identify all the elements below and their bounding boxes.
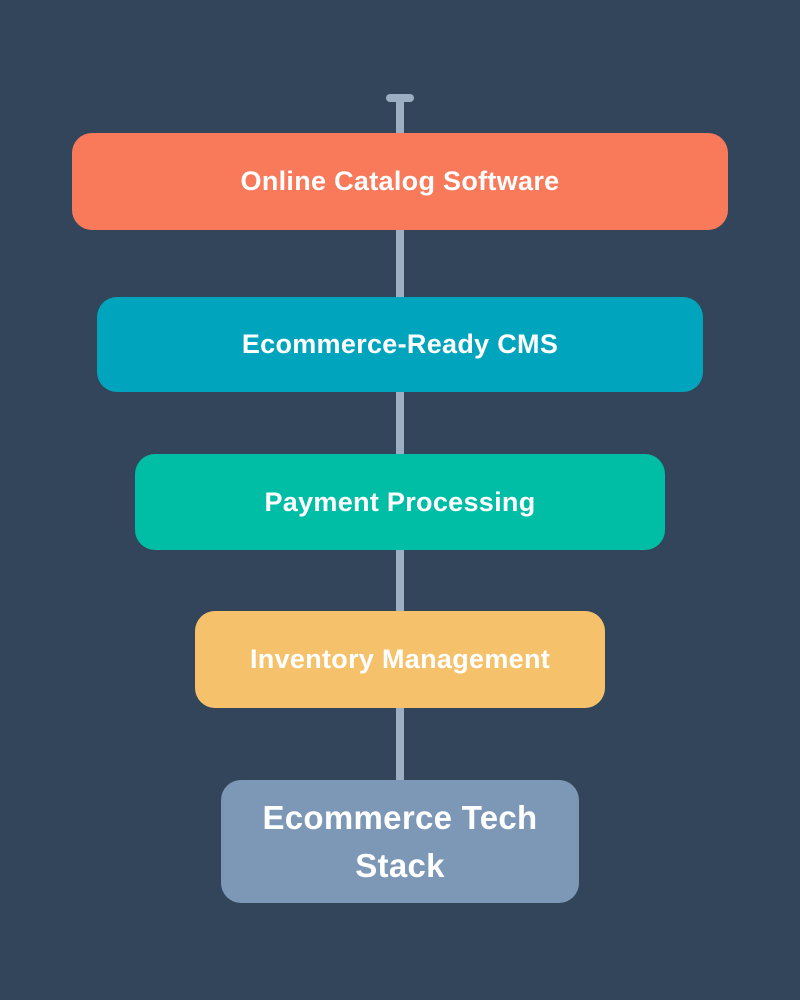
box-online-catalog-software: Online Catalog Software bbox=[72, 133, 728, 230]
connector-line bbox=[396, 98, 404, 790]
box-label: Payment Processing bbox=[264, 486, 536, 517]
box-label: Ecommerce-Ready CMS bbox=[241, 329, 559, 359]
box-inventory-management: Inventory Management bbox=[195, 611, 605, 708]
box-ecommerce-ready-cms: Ecommerce-Ready CMS bbox=[97, 297, 703, 392]
box-payment-processing: Payment Processing bbox=[135, 454, 665, 550]
diagram-title: Ecommerce Tech Stack bbox=[262, 798, 538, 884]
box-ecommerce-tech-stack: Ecommerce Tech Stack bbox=[221, 780, 579, 903]
box-label: Online Catalog Software bbox=[240, 166, 560, 196]
box-label: Inventory Management bbox=[249, 644, 551, 674]
